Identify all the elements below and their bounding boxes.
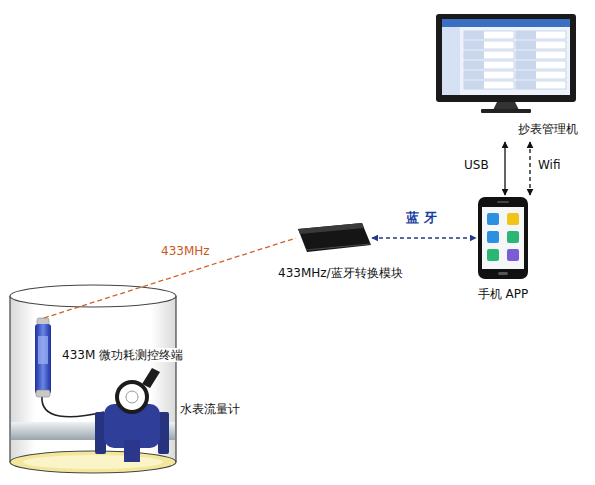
terminal-node: 433M 微功耗测控终端 [30,318,58,402]
phone [478,197,528,279]
module-node: 433MHz/蓝牙转换模块 [296,222,372,254]
water-meter [95,368,169,462]
node-label: 水表流量计 [180,402,240,416]
node-label: 抄表管理机 [518,122,578,136]
connector [504,142,505,195]
converter-module [298,223,371,252]
connector-label: 蓝 牙 [405,211,438,225]
connector [44,238,296,318]
monitor [436,14,576,113]
monitor-node: 抄表管理机 [432,12,582,142]
phone-node: 手机 APP [476,195,530,281]
connector [529,142,530,195]
connector-label: 433MHz [160,244,211,258]
node-label: 手机 APP [446,287,560,301]
connector [372,237,476,238]
terminal-device [35,318,51,397]
cable [42,396,104,417]
connector-label: Wifi [537,158,562,172]
meter-node: 水表流量计 [92,374,170,456]
connector-label: USB [463,158,490,172]
node-label: 433MHz/蓝牙转换模块 [278,266,403,280]
node-label: 433M 微功耗测控终端 [60,348,185,362]
tank [10,285,176,473]
